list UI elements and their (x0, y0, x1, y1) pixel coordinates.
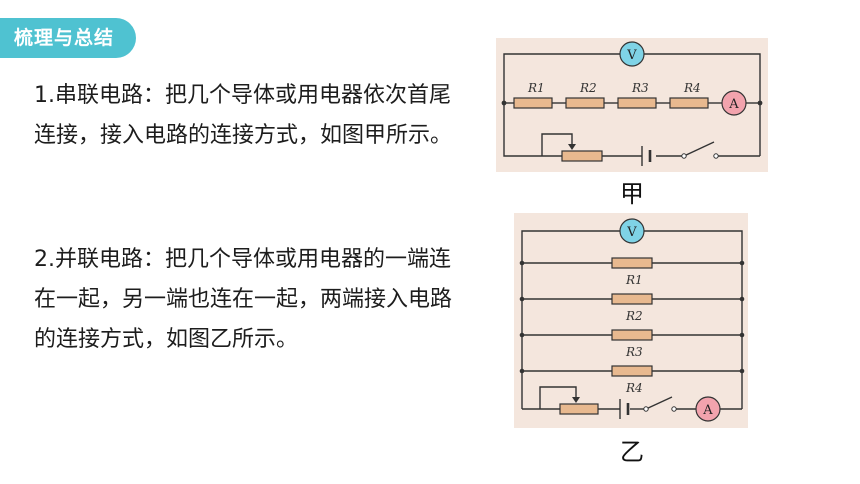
parallel-circuit-diagram: V A R1 R2 R3 R4 (514, 213, 748, 428)
series-circuit-diagram: V A R1 R2 R3 R4 (496, 38, 768, 172)
series-circuit-text: 1.串联电路：把几个导体或用电器依次首尾连接，接入电路的连接方式，如图甲所示。 (34, 83, 453, 148)
resistor-label-r4: R4 (683, 81, 701, 95)
resistor-label-r3: R3 (625, 345, 643, 359)
ammeter-label-yi: A (702, 403, 713, 418)
resistor-label-r1: R1 (625, 273, 643, 287)
voltmeter-label-yi: V (626, 225, 637, 240)
parallel-circuit-text: 2.并联电路：把几个导体或用电器的一端连在一起，另一端也连在一起，两端接入电路的… (34, 247, 453, 352)
resistor-label-r2: R2 (579, 81, 597, 95)
ammeter-label-jia: A (728, 97, 739, 112)
resistor-label-r4: R4 (625, 381, 643, 395)
figure-caption-yi: 乙 (620, 438, 644, 466)
resistor-label-r2: R2 (625, 309, 643, 323)
resistor-label-r3: R3 (631, 81, 649, 95)
voltmeter-label-jia: V (626, 48, 637, 63)
section-tag: 梳理与总结 (0, 18, 136, 58)
resistor-label-r1: R1 (527, 81, 545, 95)
figure-caption-jia: 甲 (620, 180, 644, 208)
